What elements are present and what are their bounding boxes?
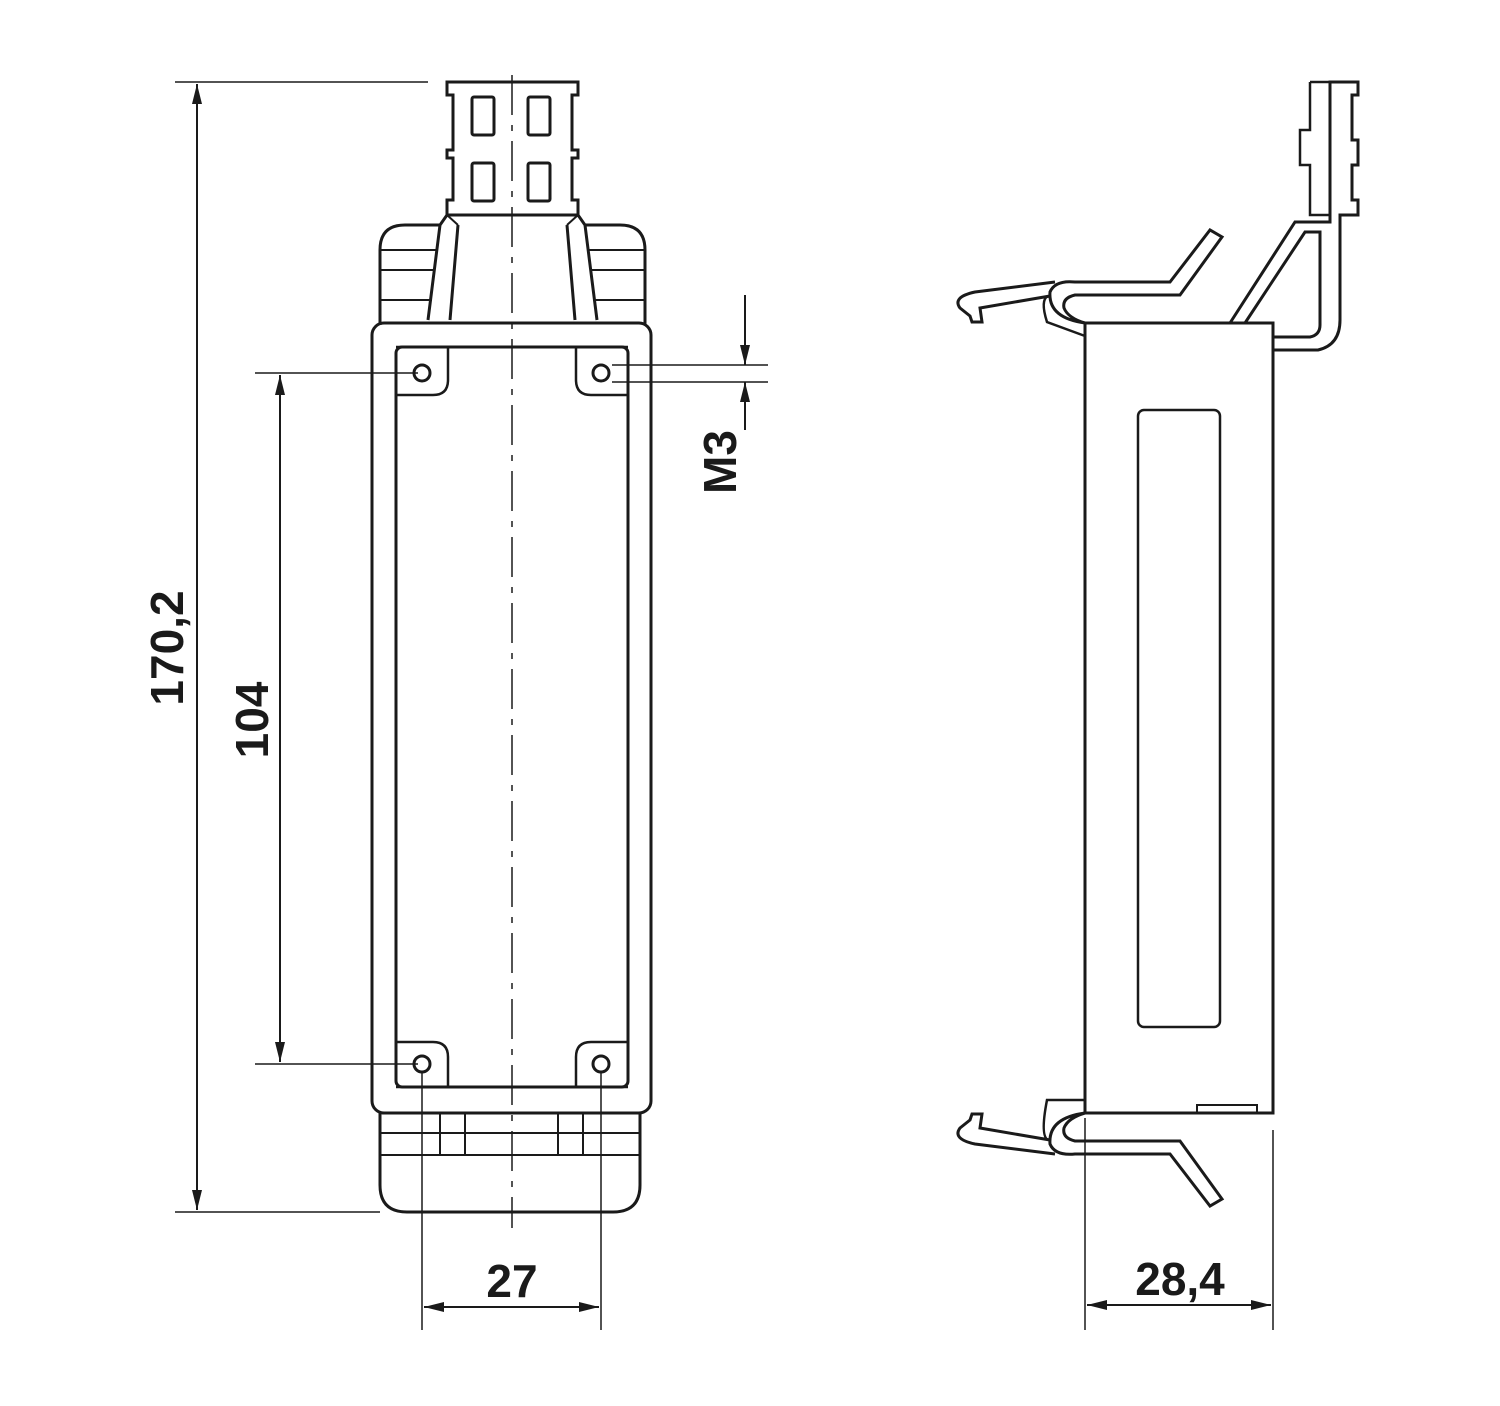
side-dimensions bbox=[1084, 1118, 1274, 1330]
label-overall-height: 170,2 bbox=[141, 590, 193, 705]
bottom-body bbox=[378, 1112, 642, 1214]
label-hole-spacing-vertical: 104 bbox=[226, 681, 278, 758]
screw-bosses bbox=[396, 345, 628, 1089]
side-cable-clamp bbox=[1228, 80, 1360, 352]
label-thread: M3 bbox=[694, 430, 746, 494]
hole-top-right bbox=[591, 363, 611, 383]
cable-clamp bbox=[426, 80, 599, 321]
side-view bbox=[956, 80, 1360, 1208]
back-body bbox=[378, 223, 647, 325]
bottom-lever bbox=[1048, 1111, 1225, 1208]
hole-bottom-right bbox=[591, 1054, 611, 1074]
front-dimensions bbox=[175, 81, 768, 1330]
label-window bbox=[1136, 408, 1222, 1029]
label-depth: 28,4 bbox=[1135, 1253, 1225, 1305]
top-lever bbox=[1048, 228, 1225, 325]
label-hole-spacing-horizontal: 27 bbox=[486, 1255, 537, 1307]
side-body bbox=[1083, 321, 1275, 1115]
front-view bbox=[370, 75, 653, 1228]
